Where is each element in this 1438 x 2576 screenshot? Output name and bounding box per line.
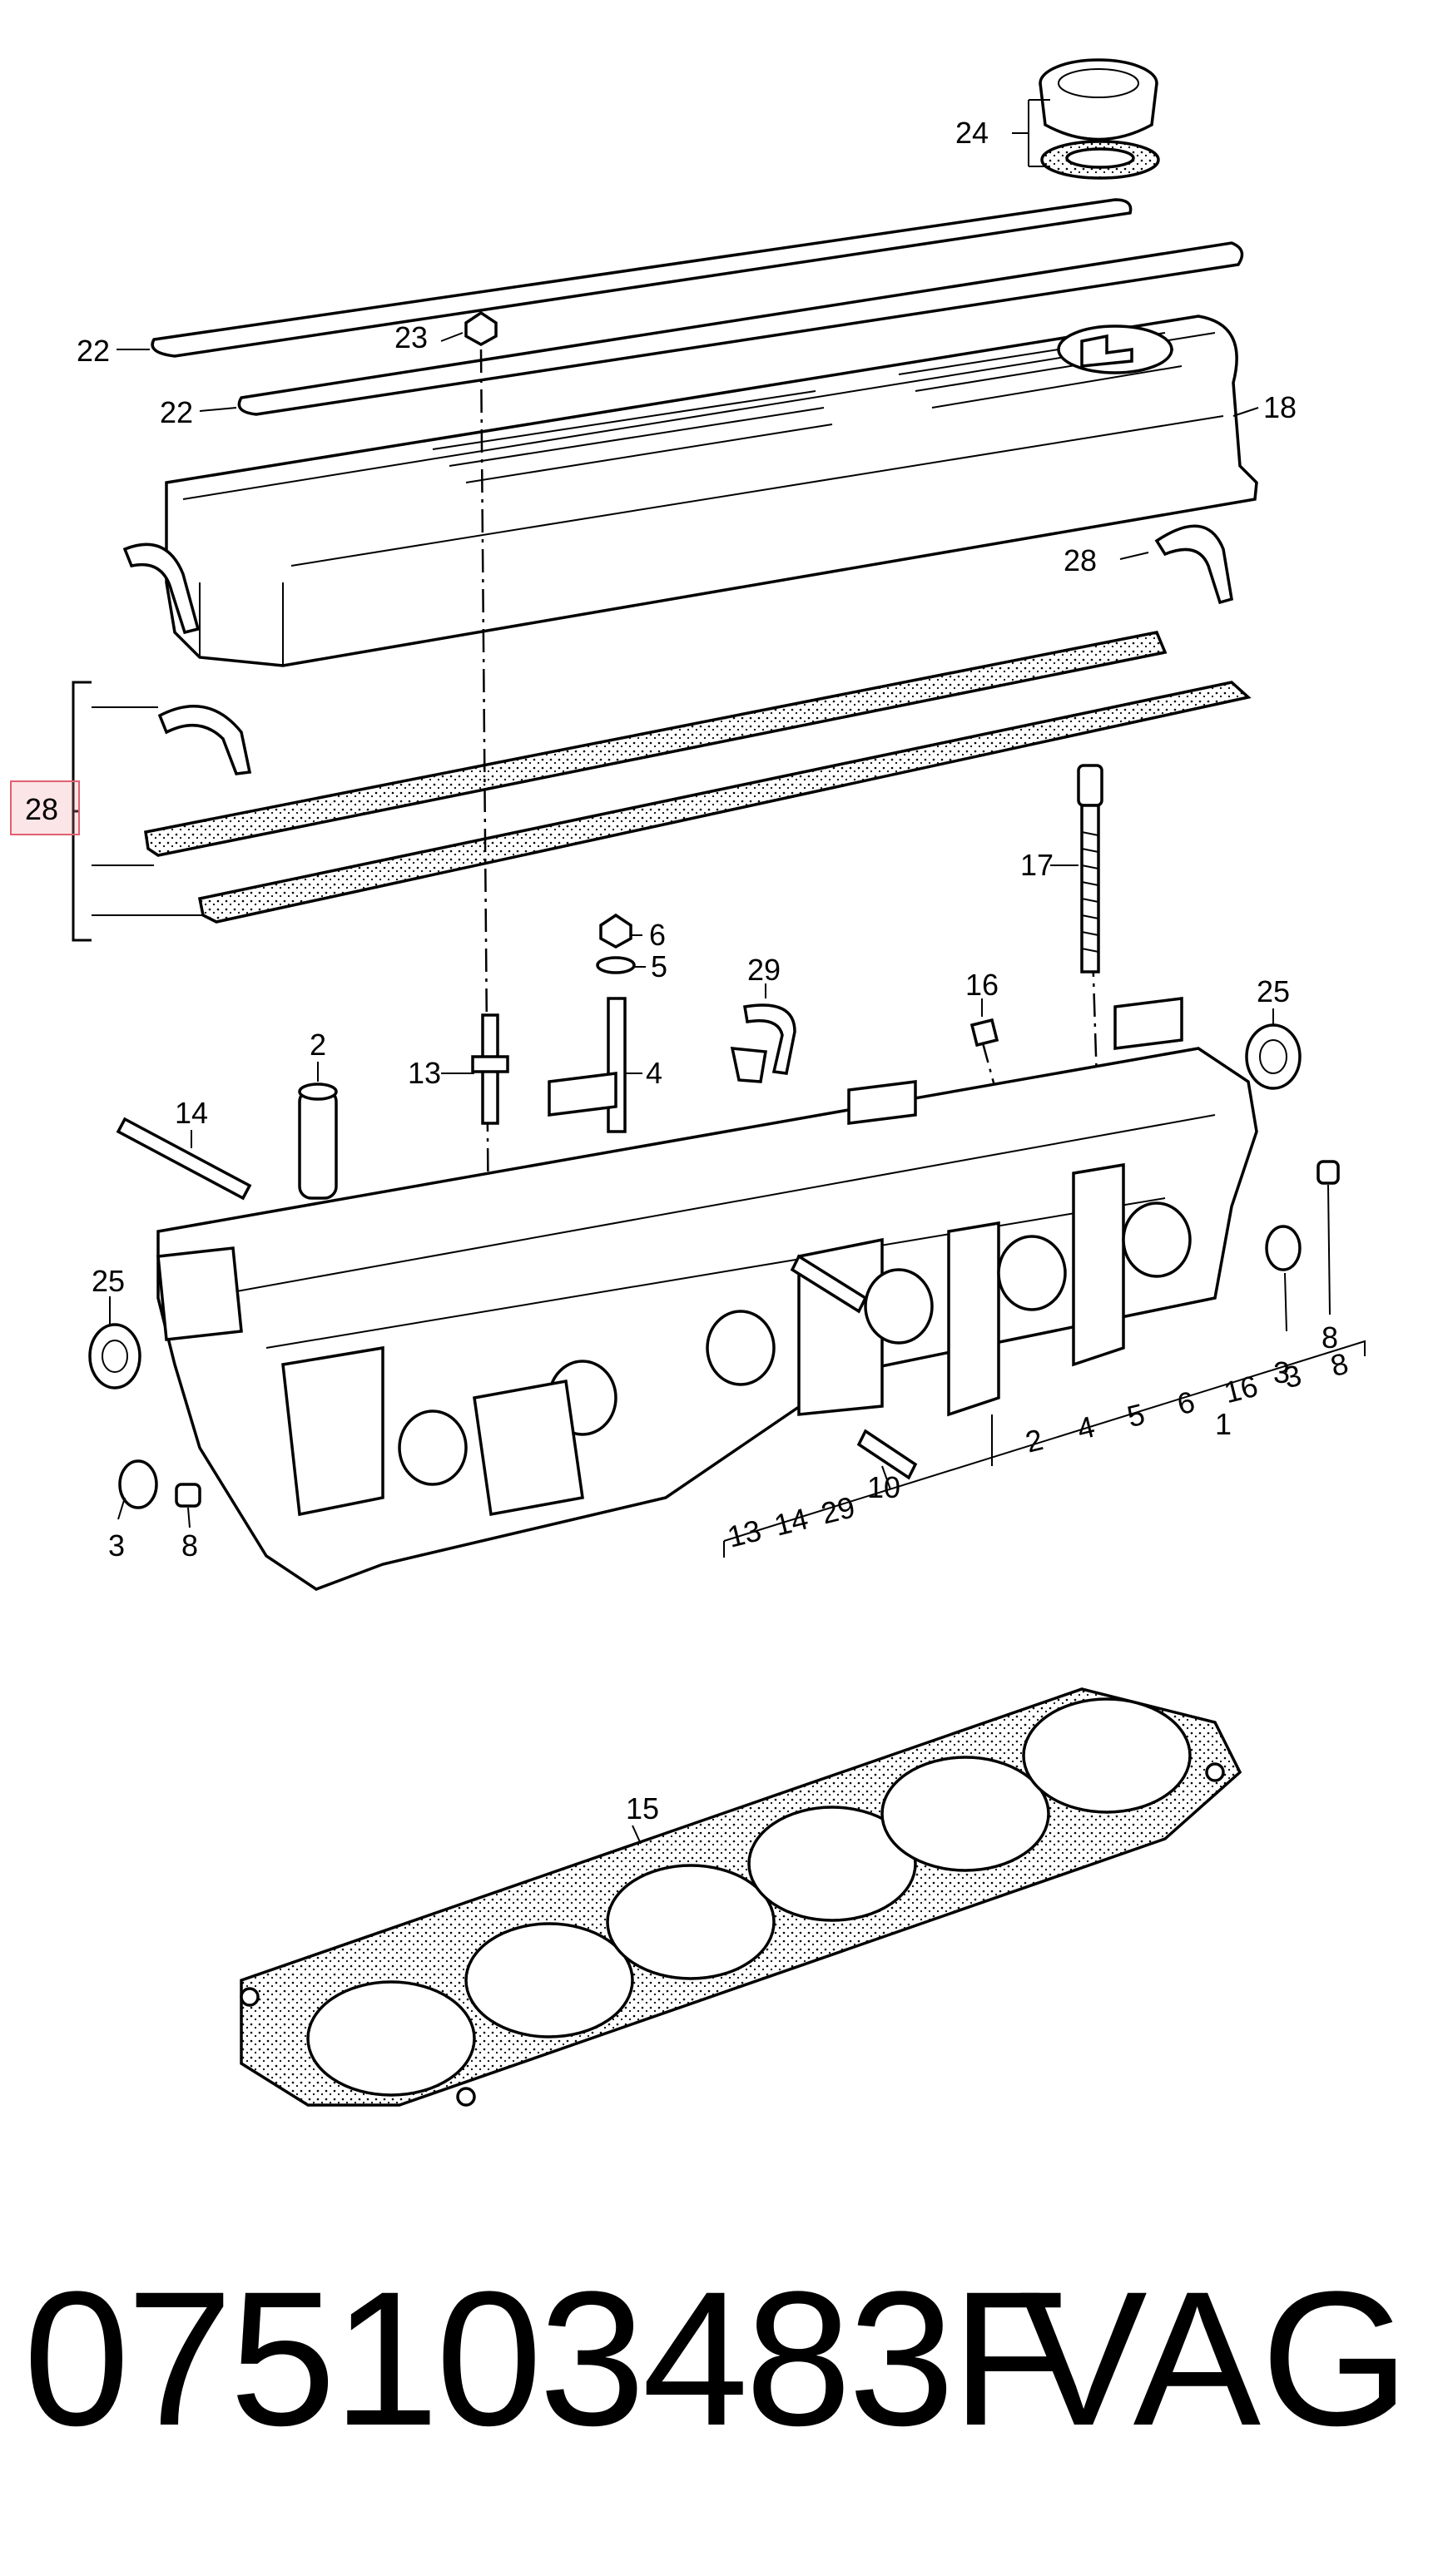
- callout-28-highlighted[interactable]: 28: [10, 780, 80, 835]
- callout-22-a: 22: [77, 334, 110, 368]
- callout-2: 2: [310, 1028, 326, 1062]
- callout-6: 6: [649, 918, 666, 952]
- group-item-14: 14: [771, 1501, 811, 1542]
- group-item-2: 2: [1022, 1422, 1046, 1459]
- oil-filler-cap: [1039, 58, 1160, 180]
- group-list-2: 13 14 29: [724, 1489, 858, 1554]
- callout-labels: 24 22 22 23 18 28 17 6 5 4 29 16 25 2 13…: [77, 116, 1338, 1825]
- stud-13: [471, 1013, 509, 1125]
- callout-17: 17: [1020, 848, 1054, 882]
- exploded-parts-diagram: 24 22 22 23 18 28 17 6 5 4 29 16 25 2 13…: [72, 58, 1366, 2107]
- callout-8-b: 8: [1321, 1320, 1338, 1355]
- callout-10: 10: [867, 1470, 900, 1504]
- stud-14: [116, 1117, 252, 1201]
- group-item-29: 29: [818, 1489, 859, 1530]
- callout-23: 23: [394, 320, 428, 354]
- plugs-right: [1265, 1160, 1340, 1271]
- valve-cover-gasket-lower: [144, 631, 1252, 924]
- callout-25-b: 25: [92, 1264, 125, 1298]
- seal-25-left: [88, 1323, 141, 1390]
- callout-16-a: 16: [965, 968, 999, 1002]
- callout-22-b: 22: [160, 395, 193, 429]
- callout-1: 1: [1215, 1407, 1232, 1441]
- callout-15: 15: [626, 1791, 659, 1825]
- callout-24: 24: [955, 116, 989, 150]
- leader-lines: [109, 99, 1366, 1845]
- valve-cover-gasket-upper: [151, 198, 1244, 416]
- head-gasket: [240, 1687, 1242, 2107]
- plugs-left: [118, 1459, 201, 1509]
- bolt-17: [1077, 764, 1103, 973]
- valve-cover: [122, 315, 1258, 667]
- callout-3-a: 3: [108, 1528, 125, 1563]
- brand-text: VAG: [1019, 2252, 1410, 2465]
- nut-23: [464, 310, 498, 347]
- group-item-4: 4: [1074, 1409, 1098, 1447]
- callout-28-b: 28: [1064, 543, 1097, 577]
- callout-4: 4: [646, 1056, 662, 1090]
- callout-13: 13: [408, 1056, 441, 1090]
- seal-25-right: [1245, 1023, 1302, 1090]
- cylinder-head: [156, 997, 1258, 1591]
- callout-8-a: 8: [181, 1528, 198, 1563]
- group-item-6: 6: [1173, 1385, 1198, 1422]
- plug-16: [969, 1018, 999, 1048]
- callout-14: 14: [175, 1096, 208, 1130]
- group-item-16: 16: [1221, 1369, 1262, 1409]
- part-number-text: 075103483F: [23, 2252, 1069, 2465]
- callout-5: 5: [651, 949, 667, 983]
- group-list-1: 2 4 5 6 16 3 8: [1022, 1346, 1351, 1459]
- callout-28-label: 28: [25, 792, 59, 826]
- callout-29: 29: [747, 953, 781, 987]
- callout-18: 18: [1263, 390, 1297, 424]
- group-item-5: 5: [1123, 1397, 1148, 1434]
- callout-3-b: 3: [1273, 1355, 1290, 1390]
- callout-25-a: 25: [1257, 974, 1290, 1008]
- group-item-8: 8: [1327, 1346, 1351, 1384]
- valve-guide-2: [298, 1082, 338, 1200]
- group-item-13: 13: [724, 1513, 765, 1553]
- hose-29: [730, 1003, 796, 1083]
